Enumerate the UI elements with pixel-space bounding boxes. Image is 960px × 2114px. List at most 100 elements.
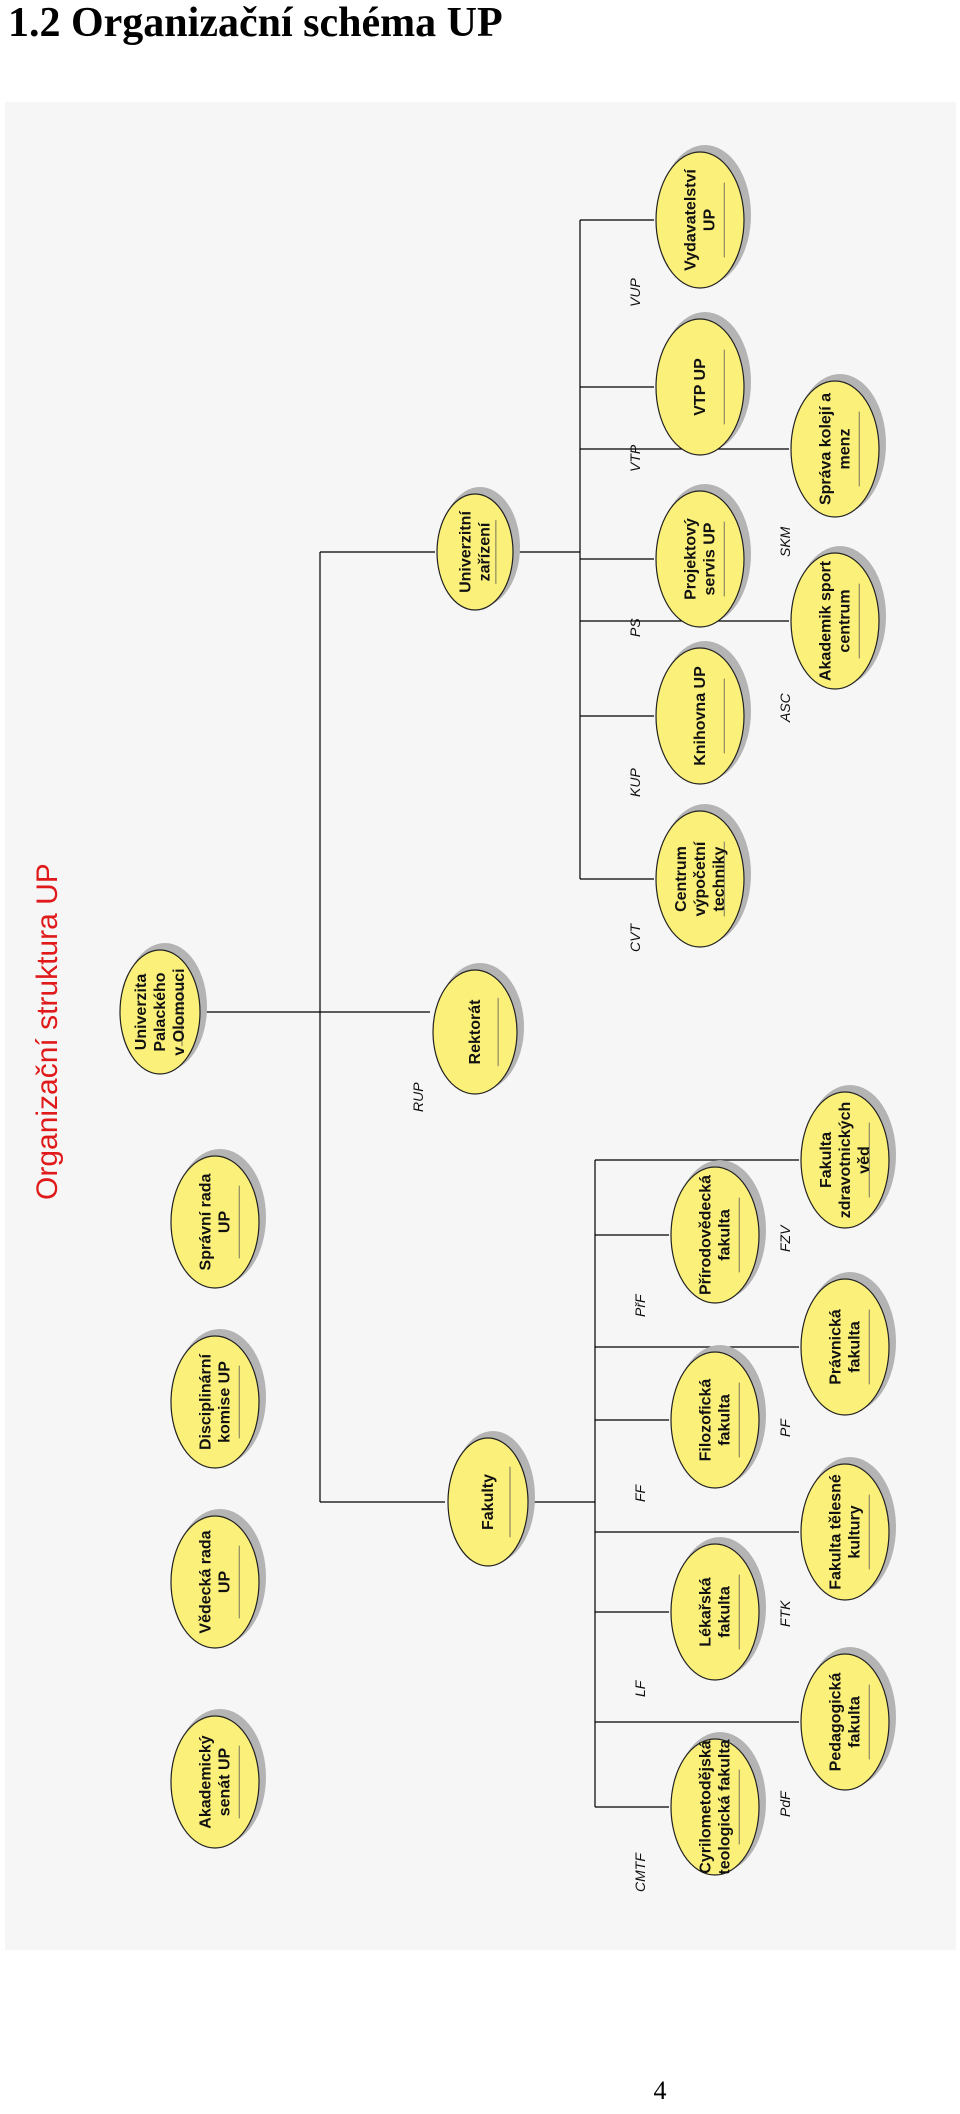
edge-label-6: FTK xyxy=(777,1600,793,1627)
node-ellipse xyxy=(447,1437,529,1567)
edge-label-9: CVT xyxy=(627,923,643,952)
node-label: fakulta xyxy=(717,1209,734,1261)
node-label: Cyrilometodějská xyxy=(698,1740,715,1873)
node-ellipse xyxy=(670,1166,760,1304)
edge-label-12: VTP xyxy=(627,444,643,472)
node-label: centrum xyxy=(837,589,854,652)
edge-label-11: PS xyxy=(627,618,643,637)
node-label: Přírodovědecká xyxy=(698,1175,715,1295)
node-ellipse xyxy=(119,949,201,1075)
node-label: teologická fakulta xyxy=(717,1739,734,1874)
edge-label-2: LF xyxy=(632,1679,648,1697)
node-label: UP xyxy=(217,1571,234,1594)
connector-lines xyxy=(200,219,799,1808)
edge-label-1: CMTF xyxy=(632,1852,648,1892)
node-label: věd xyxy=(856,1146,873,1174)
edge-label-3: FF xyxy=(632,1483,648,1502)
node-ellipse xyxy=(670,1351,760,1489)
node-fakulty: Fakulty xyxy=(447,1431,535,1567)
node-vtp: VTP UP xyxy=(655,312,751,456)
node-ellipse xyxy=(670,1543,760,1681)
node-ellipse xyxy=(170,1515,260,1649)
node-label: Lékařská xyxy=(698,1577,715,1646)
node-label: fakulta xyxy=(847,1321,864,1373)
node-label: Knihovna UP xyxy=(692,666,709,766)
node-ellipse xyxy=(170,1335,260,1469)
node-ellipse xyxy=(170,1715,260,1849)
node-label: komise UP xyxy=(217,1361,234,1443)
edge-label-10: KUP xyxy=(627,768,643,797)
node-label: Právnická xyxy=(828,1309,845,1385)
page-number: 4 xyxy=(653,2076,667,2105)
node-label: Správa kolejí a xyxy=(818,393,835,505)
node-label: Fakulty xyxy=(480,1474,497,1530)
node-ellipse xyxy=(170,1155,260,1289)
edge-label-15: SKM xyxy=(777,526,793,557)
edge-label-8: FZV xyxy=(777,1224,793,1252)
node-label: Univerzitní xyxy=(458,511,475,593)
node-label: UP xyxy=(702,209,719,232)
node-ellipse xyxy=(432,969,518,1095)
node-ellipse xyxy=(655,318,745,456)
node-label: Palackého xyxy=(152,972,169,1051)
edge-label-13: VUP xyxy=(627,278,643,307)
node-label: VTP UP xyxy=(692,358,709,416)
node-label: Vydavatelství xyxy=(683,169,700,271)
node-label: Projektový xyxy=(683,518,700,600)
node-ellipse xyxy=(655,647,745,785)
node-ellipse xyxy=(800,1278,890,1416)
edge-label-4: PřF xyxy=(632,1293,648,1317)
page-heading: 1.2 Organizační schéma UP xyxy=(8,0,503,46)
node-label: UP xyxy=(217,1211,234,1234)
node-label: Centrum xyxy=(673,846,690,912)
node-ellipse xyxy=(655,490,745,628)
node-ellipse xyxy=(800,1091,890,1229)
node-label: kultury xyxy=(847,1505,864,1558)
node-label: fakulta xyxy=(847,1696,864,1748)
node-ellipse xyxy=(790,380,880,518)
node-label: Fakulta xyxy=(818,1132,835,1188)
node-label: fakulta xyxy=(717,1586,734,1638)
node-label: Akademický xyxy=(198,1735,215,1828)
node-label: Fakulta tělesné xyxy=(828,1474,845,1590)
node-label: v Olomouci xyxy=(171,968,188,1055)
node-label: Disciplinární xyxy=(198,1353,215,1450)
node-label: Rektorát xyxy=(467,999,484,1065)
node-label: Univerzita xyxy=(133,974,150,1051)
node-ellipse xyxy=(436,493,514,611)
edge-label-7: PF xyxy=(777,1418,793,1437)
node-ellipse xyxy=(800,1463,890,1601)
node-ellipse xyxy=(655,810,745,948)
node-label: Pedagogická xyxy=(828,1673,845,1772)
node-label: zařízení xyxy=(477,522,494,581)
edge-label-0: RUP xyxy=(410,1082,426,1112)
diagram-title: Organizační struktura UP xyxy=(31,863,64,1200)
node-label: fakulta xyxy=(717,1394,734,1446)
node-label: Filozofická xyxy=(698,1379,715,1462)
node-ellipse xyxy=(800,1653,890,1791)
node-label: Akademik sport xyxy=(818,560,835,681)
node-label: zdravotnických xyxy=(837,1102,854,1218)
edge-label-14: ASC xyxy=(777,692,793,723)
node-label: Vědecká rada xyxy=(198,1530,215,1633)
